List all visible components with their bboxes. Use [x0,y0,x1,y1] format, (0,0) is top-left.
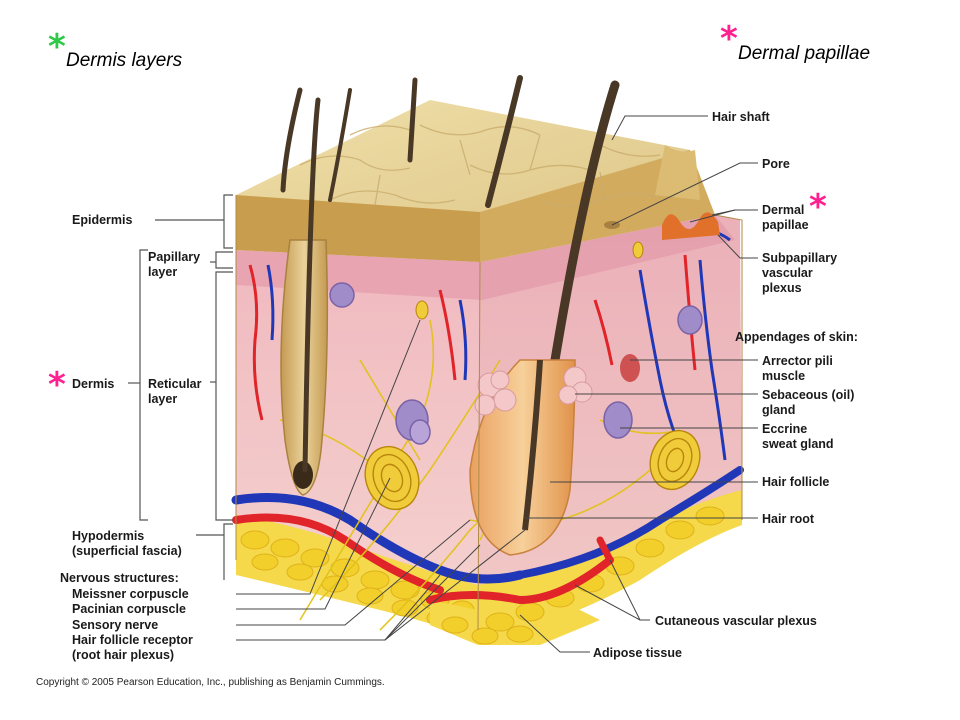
label-meissner: Meissner corpuscle [72,587,189,601]
label-arrector-1: Arrector pili [762,354,833,368]
epidermis-cell-pattern [299,124,661,207]
label-nervous-structures: Nervous structures: [60,571,179,585]
label-subpapillary-3: plexus [762,281,802,295]
label-appendages: Appendages of skin: [735,330,858,344]
label-arrector-2: muscle [762,369,806,383]
leader-lines-left [236,319,526,641]
hair-follicle-left [280,239,329,496]
dermal-papillae-bumps [662,212,720,240]
label-papillary-2: layer [148,265,178,279]
epidermis-right-strip [480,150,715,262]
label-epidermis: Epidermis [72,213,133,227]
layer-brackets [128,194,233,580]
asterisk-dermal-papillae: * [720,19,738,59]
label-pore: Pore [762,157,790,171]
label-sebaceous-1: Sebaceous (oil) [762,388,855,402]
hair-root [522,359,543,531]
eccrine-sweat-gland [329,282,703,445]
label-subpapillary-1: Subpapillary [762,251,838,265]
epidermis-peel-flap [655,145,700,200]
asterisk-dermis-layers: * [48,27,66,67]
heading-dermal-papillae: Dermal papillae [738,43,871,64]
label-pacinian: Pacinian corpuscle [72,602,186,616]
leader-lines-right [519,115,758,653]
label-eccrine-2: sweat gland [762,437,834,451]
label-dermal-papillae-1: Dermal [762,203,805,217]
label-hair-root: Hair root [762,512,815,526]
copyright-notice: Copyright © 2005 Pearson Education, Inc.… [36,677,385,688]
label-dermis: Dermis [72,377,115,391]
label-reticular-2: layer [148,392,178,406]
asterisk-dermis-label: * [48,365,66,405]
label-hair-follicle: Hair follicle [762,475,830,489]
label-hair-follicle-receptor-1: Hair follicle receptor [72,633,193,647]
hair-shafts [280,75,620,473]
label-eccrine-1: Eccrine [762,422,808,436]
label-subpapillary-2: vascular [762,266,813,280]
heading-dermis-layers: Dermis layers [66,50,183,71]
pacinian-corpuscle [364,429,701,511]
sebaceous-gland [474,366,593,416]
label-adipose-tissue: Adipose tissue [593,646,682,660]
label-hair-shaft: Hair shaft [712,110,770,124]
label-sensory-nerve: Sensory nerve [72,618,159,632]
cutaneous-vascular-plexus [231,466,744,605]
subpapillary-vascular-plexus [248,229,731,471]
label-hypodermis-2: (superficial fascia) [72,544,182,558]
label-papillary-1: Papillary [148,250,201,264]
label-hypodermis-1: Hypodermis [72,529,145,543]
label-sebaceous-2: gland [762,403,796,417]
label-dermal-papillae-2: papillae [762,218,809,232]
label-reticular-1: Reticular [148,377,202,391]
asterisk-dermal-papillae-label: * [809,187,827,227]
label-cutaneous-vascular-plexus: Cutaneous vascular plexus [655,614,817,628]
meissner-corpuscle [415,300,429,320]
label-hair-follicle-receptor-2: (root hair plexus) [72,648,175,662]
arrector-pili-muscle [620,354,640,382]
